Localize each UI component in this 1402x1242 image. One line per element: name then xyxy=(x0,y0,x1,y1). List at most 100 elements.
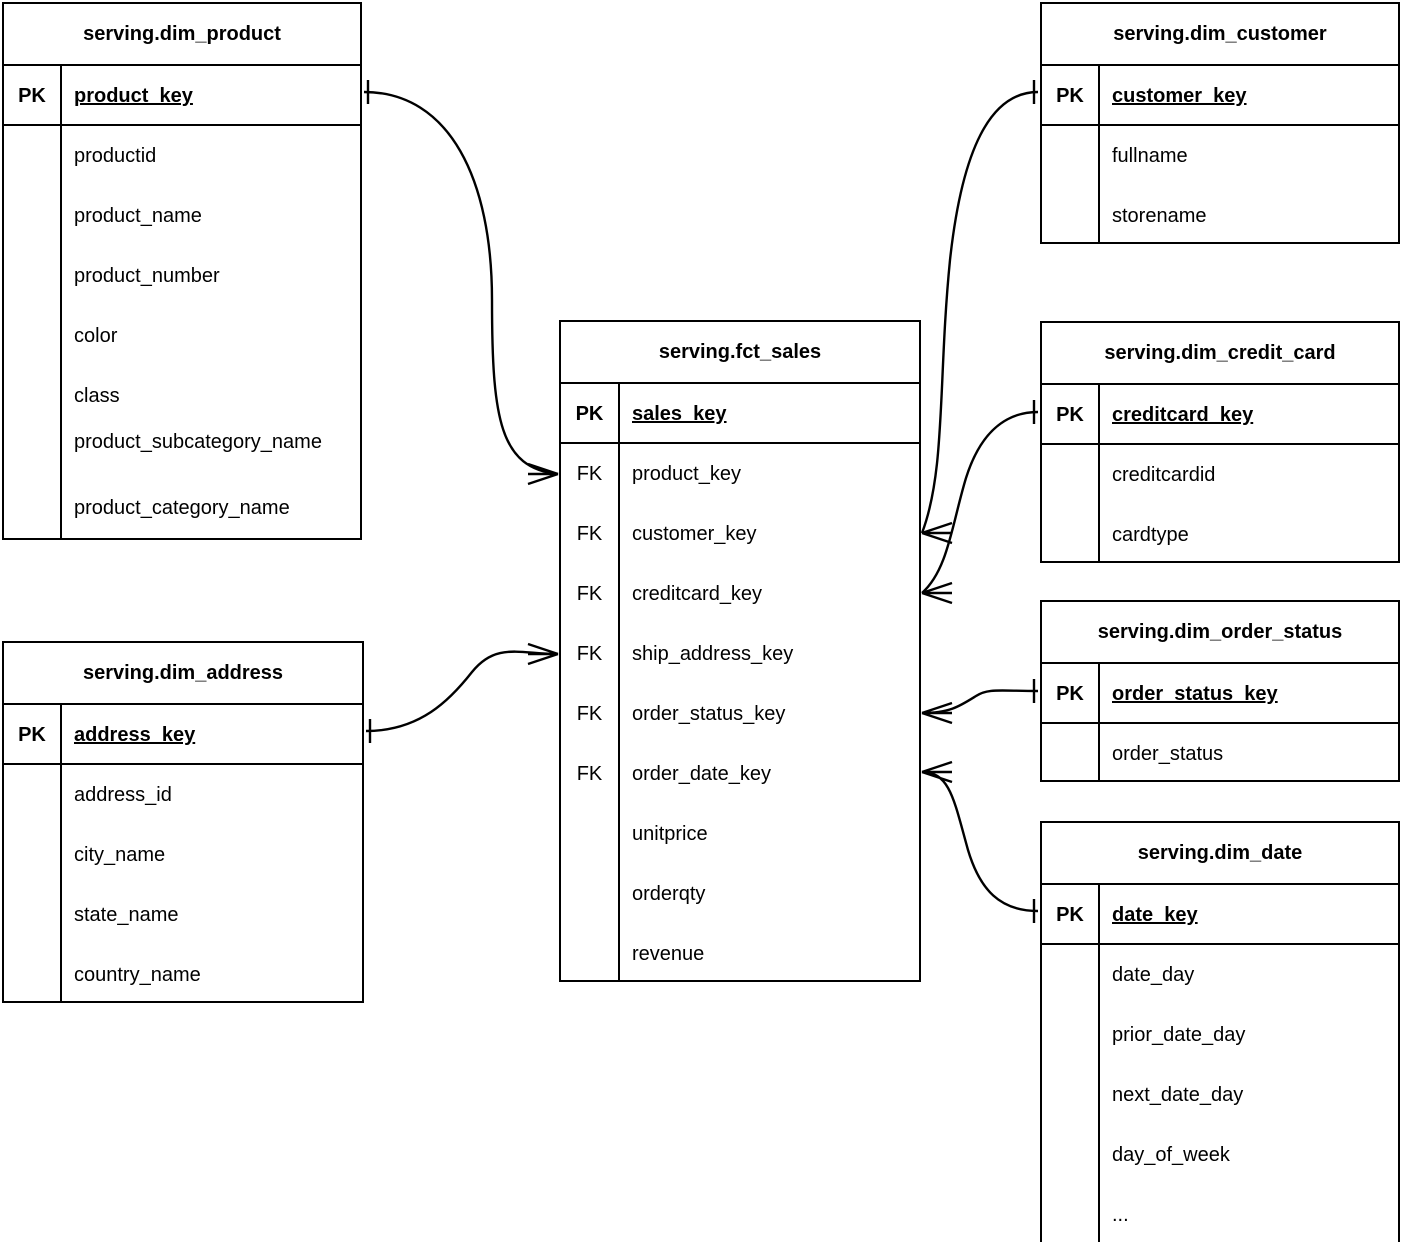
pk-key-label: PK xyxy=(1056,904,1084,926)
attr-key xyxy=(4,361,60,420)
attr-key xyxy=(1042,503,1098,561)
attr-name: city_name xyxy=(74,844,166,866)
attr-key xyxy=(561,804,618,863)
attr-key: FK xyxy=(576,463,603,485)
pk-row-fct-sales: PK sales_key xyxy=(561,384,919,444)
entity-title-dim-order-status: serving.dim_order_status xyxy=(1042,602,1398,664)
attr-name: address_id xyxy=(74,784,172,806)
attr-key xyxy=(561,921,618,980)
pk-field-name: product_key xyxy=(74,85,193,107)
attr-name: orderqty xyxy=(632,883,706,905)
relationship-product xyxy=(363,80,559,486)
attr-name: day_of_week xyxy=(1112,1144,1230,1166)
entity-title-fct-sales: serving.fct_sales xyxy=(561,322,919,384)
entity-title-dim-customer: serving.dim_customer xyxy=(1042,4,1398,66)
attr-name: product_subcategory_name xyxy=(74,431,322,453)
pk-key-label: PK xyxy=(1056,85,1084,107)
attr-name: fullname xyxy=(1112,145,1188,167)
relationship-creditcard xyxy=(921,400,1039,605)
attr-key xyxy=(1042,945,1098,1005)
crowfoot-orderstatus xyxy=(921,701,953,725)
attr-name: cardtype xyxy=(1112,524,1189,546)
pk-key-label: PK xyxy=(18,724,46,746)
attr-name: unitprice xyxy=(632,823,708,845)
pk-row-dim-order-status: PK order_status_key xyxy=(1042,664,1398,724)
entity-dim-customer[interactable]: serving.dim_customer PK customer_key ful… xyxy=(1040,2,1400,244)
attr-name: creditcardid xyxy=(1112,464,1216,486)
attr-name: customer_key xyxy=(632,523,757,545)
attr-name: order_status_key xyxy=(632,703,786,725)
attr-key xyxy=(4,244,60,303)
attr-name: productid xyxy=(74,145,157,167)
attr-key xyxy=(1042,1184,1098,1242)
attr-key xyxy=(1042,184,1098,242)
attributes-dim-credit-card: creditcardid cardtype xyxy=(1042,445,1398,561)
attr-key xyxy=(4,883,60,942)
relationship-orderstatus xyxy=(921,679,1039,725)
attr-key xyxy=(4,126,60,185)
attr-name: revenue xyxy=(632,943,705,965)
attr-name: ship_address_key xyxy=(632,643,794,665)
crowfoot-product xyxy=(527,462,559,486)
attr-key xyxy=(561,863,618,922)
attr-key xyxy=(4,942,60,1001)
attr-name: product_name xyxy=(74,205,202,227)
attr-name: storename xyxy=(1112,205,1207,227)
attr-key xyxy=(4,420,60,479)
attr-name: country_name xyxy=(74,964,201,986)
entity-dim-credit-card[interactable]: serving.dim_credit_card PK creditcard_ke… xyxy=(1040,321,1400,563)
attributes-fct-sales: FK FK FK FK FK FK product_key customer_k… xyxy=(561,444,919,980)
pk-row-dim-customer: PK customer_key xyxy=(1042,66,1398,126)
attr-key xyxy=(1042,1005,1098,1065)
attr-name: creditcard_key xyxy=(632,583,763,605)
attr-name: order_date_key xyxy=(632,763,771,785)
pk-row-dim-address: PK address_key xyxy=(4,705,362,765)
relationship-address xyxy=(365,642,559,743)
pk-field-name: address_key xyxy=(74,724,196,746)
attributes-dim-product: productid product_name product_number co… xyxy=(4,126,360,538)
attr-key: FK xyxy=(576,643,603,665)
attr-name: state_name xyxy=(74,904,179,926)
attributes-dim-address: address_id city_name state_name country_… xyxy=(4,765,362,1001)
attr-key xyxy=(1042,1065,1098,1125)
pk-key-label: PK xyxy=(1056,683,1084,705)
pk-key-label: PK xyxy=(1056,404,1084,426)
pk-row-dim-date: PK date_key xyxy=(1042,885,1398,945)
pk-key-label: PK xyxy=(18,85,46,107)
pk-field-name: order_status_key xyxy=(1112,683,1278,705)
pk-field-name: customer_key xyxy=(1112,85,1247,107)
crowfoot-customer xyxy=(921,521,953,545)
attr-name: product_category_name xyxy=(74,497,290,519)
entity-title-dim-address: serving.dim_address xyxy=(4,643,362,705)
attr-key xyxy=(1042,126,1098,184)
attr-key: FK xyxy=(576,523,603,545)
attr-name: ... xyxy=(1112,1204,1129,1226)
attributes-dim-customer: fullname storename xyxy=(1042,126,1398,242)
attr-name: date_day xyxy=(1112,964,1195,986)
attr-key: FK xyxy=(576,763,603,785)
entity-dim-date[interactable]: serving.dim_date PK date_key date_day p xyxy=(1040,821,1400,1242)
crowfoot-date xyxy=(921,760,953,784)
entity-title-dim-product: serving.dim_product xyxy=(4,4,360,66)
attr-name: color xyxy=(74,325,118,347)
attr-name: product_key xyxy=(632,463,741,485)
attr-key xyxy=(1042,724,1098,780)
entity-fct-sales[interactable]: serving.fct_sales PK sales_key FK FK FK … xyxy=(559,320,921,982)
entity-dim-address[interactable]: serving.dim_address PK address_key addre… xyxy=(2,641,364,1003)
entity-title-dim-credit-card: serving.dim_credit_card xyxy=(1042,323,1398,385)
entity-title-dim-date: serving.dim_date xyxy=(1042,823,1398,885)
crowfoot-address xyxy=(527,642,559,666)
attr-name: prior_date_day xyxy=(1112,1024,1246,1046)
attr-key xyxy=(1042,1124,1098,1184)
pk-row-dim-credit-card: PK creditcard_key xyxy=(1042,385,1398,445)
attr-name: order_status xyxy=(1112,743,1224,765)
attr-key xyxy=(4,479,60,538)
pk-field-name: creditcard_key xyxy=(1112,404,1254,426)
entity-dim-order-status[interactable]: serving.dim_order_status PK order_status… xyxy=(1040,600,1400,782)
attr-key xyxy=(4,765,60,824)
pk-field-name: sales_key xyxy=(632,403,727,425)
attr-key: FK xyxy=(576,703,603,725)
entity-dim-product[interactable]: serving.dim_product PK product_key xyxy=(2,2,362,540)
relationship-date xyxy=(921,760,1039,923)
